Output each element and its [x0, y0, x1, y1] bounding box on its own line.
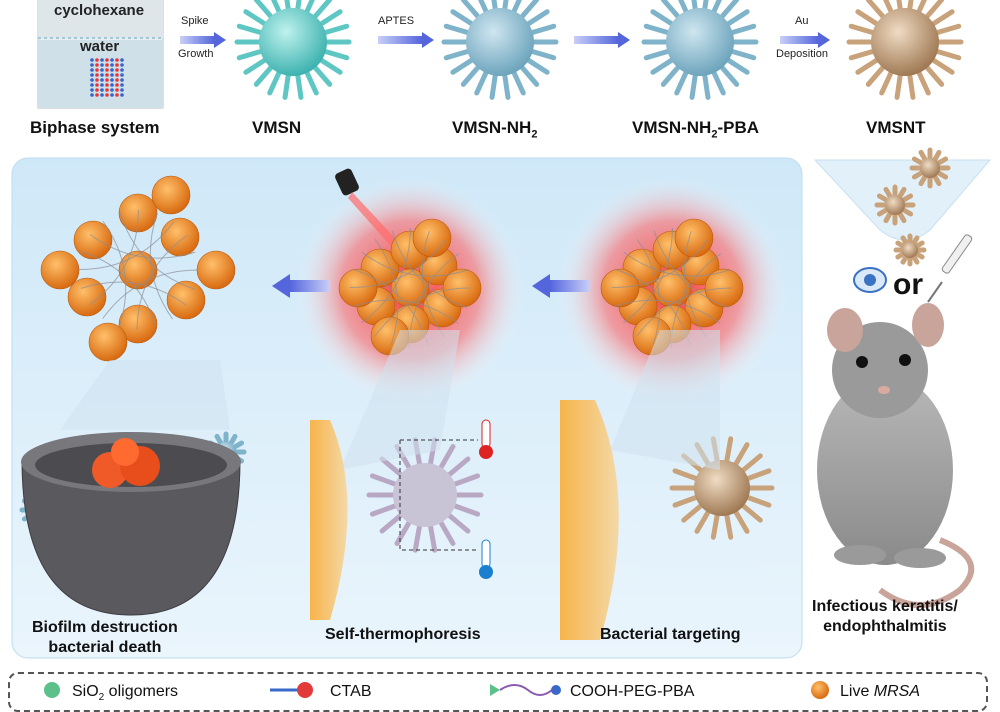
disease-label: Infectious keratitis/ endophthalmitis [812, 598, 958, 635]
arrow-spike-growth [180, 36, 214, 44]
vmsn-nh2-pba-particle [641, 0, 759, 100]
live-mrsa-icon [811, 681, 829, 699]
arrow-au-deposition [780, 36, 818, 44]
vmsn-particle [234, 0, 352, 100]
biofilm-destruction-label: Biofilm destruction bacterial death [32, 619, 178, 656]
thermometer-cold-icon [479, 539, 493, 579]
label-vmsn-nh2-pba: VMSN-NH2-PBA [632, 118, 760, 141]
label-vmsn: VMSN [252, 118, 302, 137]
vmsnt-particle [846, 0, 964, 100]
ctab-icon [270, 682, 313, 698]
legend-sio2-label: SiO2 oligomers [72, 683, 179, 704]
funnel-particle-b [874, 184, 916, 226]
bacterial-targeting-label: Bacterial targeting [600, 626, 741, 643]
growth-label: Growth [178, 48, 214, 60]
arrow-left-2 [550, 280, 590, 292]
sio2-oligomer-icon [44, 682, 60, 698]
legend-mrsa-label: Live MRSA [840, 683, 921, 700]
biphase-system-image [37, 0, 164, 109]
syringe-icon [927, 234, 973, 303]
heated-biofilm-cluster [338, 218, 482, 356]
bacterial-membrane-left [310, 420, 348, 620]
legend-peg-label: COOH-PEG-PBA [570, 683, 695, 700]
water-label: water [80, 38, 120, 55]
funnel-particle-a [909, 147, 951, 189]
or-label: or [893, 268, 923, 301]
aptes-label: APTES [378, 15, 415, 27]
vmsn-nh2-particle [441, 0, 559, 100]
dispersed-bacteria-cluster [40, 175, 236, 362]
bacterial-membrane-right [560, 400, 619, 640]
label-vmsn-nh2: VMSN-NH2 [452, 118, 538, 141]
legend-ctab-label: CTAB [330, 683, 372, 700]
cooh-peg-pba-icon [490, 684, 561, 696]
eye-drop-icon [853, 267, 887, 293]
funnel-particle-c [893, 233, 927, 267]
biofilm-hemisphere [21, 432, 241, 616]
label-vmsnt: VMSNT [866, 118, 926, 137]
mouse-image [817, 303, 975, 608]
au-label: Au [795, 15, 809, 27]
arrow-pba [574, 36, 618, 44]
targeted-biofilm-cluster [600, 218, 744, 356]
self-thermophoresis-label: Self-thermophoresis [325, 626, 481, 643]
thermometer-hot-icon [479, 419, 493, 459]
spike-label: Spike [181, 15, 209, 27]
label-biphase-system: Biphase system [30, 118, 160, 137]
legend-box: SiO2 oligomers CTAB COOH-PEG-PBA Live MR… [8, 672, 988, 712]
arrow-aptes [378, 36, 422, 44]
cyclohexane-label: cyclohexane [54, 2, 145, 19]
deposition-label: Deposition [776, 48, 828, 60]
arrow-left-1 [290, 280, 330, 292]
